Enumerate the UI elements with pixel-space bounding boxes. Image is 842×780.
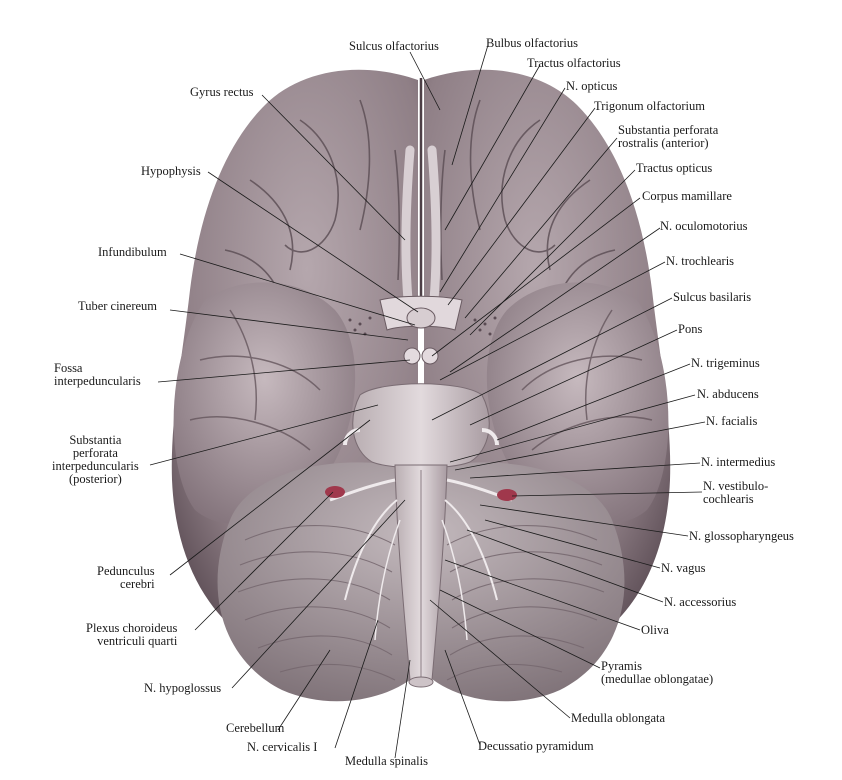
label-hypophysis: Hypophysis bbox=[141, 164, 201, 178]
label-n-accessorius: N. accessorius bbox=[664, 595, 737, 609]
label-bulbus-olfactorius: Bulbus olfactorius bbox=[486, 36, 579, 50]
label-n-facialis: N. facialis bbox=[706, 414, 758, 428]
label-pedunculus-cerebri: Pedunculus cerebri bbox=[97, 564, 155, 591]
label-n-trochlearis: N. trochlearis bbox=[666, 254, 735, 268]
label-n-glossopharyngeus: N. glossopharyngeus bbox=[689, 529, 794, 543]
label-plexus-choroideus: Plexus choroideus ventriculi quarti bbox=[86, 621, 178, 648]
label-pyramis: Pyramis (medullae oblongatae) bbox=[601, 659, 714, 686]
left-temporal-lobe bbox=[173, 282, 356, 525]
pons-shape bbox=[352, 383, 490, 469]
label-n-trigeminus: N. trigeminus bbox=[691, 356, 760, 370]
right-temporal-lobe bbox=[486, 282, 669, 525]
brainstem bbox=[352, 383, 490, 688]
temporal-lobes bbox=[173, 282, 669, 525]
label-n-vestibulocochlearis: N. vestibulo- cochlearis bbox=[703, 479, 769, 506]
label-n-hypoglossus: N. hypoglossus bbox=[144, 681, 222, 695]
label-n-abducens: N. abducens bbox=[697, 387, 759, 401]
label-n-oculomotorius: N. oculomotorius bbox=[660, 219, 748, 233]
label-n-intermedius: N. intermedius bbox=[701, 455, 776, 469]
olfactory-tracts bbox=[401, 145, 441, 305]
label-n-opticus: N. opticus bbox=[566, 79, 618, 93]
label-oliva: Oliva bbox=[641, 623, 669, 637]
label-infundibulum: Infundibulum bbox=[98, 245, 167, 259]
label-sulcus-basilaris: Sulcus basilaris bbox=[673, 290, 752, 304]
label-gyrus-rectus: Gyrus rectus bbox=[190, 85, 254, 99]
label-pons: Pons bbox=[678, 322, 703, 336]
label-fossa-interpeduncularis: Fossa interpeduncularis bbox=[54, 361, 141, 388]
optic-chiasm-region bbox=[348, 295, 497, 365]
label-tuber-cinereum: Tuber cinereum bbox=[78, 299, 158, 313]
label-sulcus-olfactorius: Sulcus olfactorius bbox=[349, 39, 439, 53]
label-cerebellum: Cerebellum bbox=[226, 721, 285, 735]
label-n-cervicalis-1: N. cervicalis I bbox=[247, 740, 318, 754]
label-substantia-perforata-rostralis: Substantia perforata rostralis (anterior… bbox=[618, 123, 719, 150]
label-corpus-mamillare: Corpus mamillare bbox=[642, 189, 732, 203]
label-medulla-oblongata: Medulla oblongata bbox=[571, 711, 666, 725]
label-medulla-spinalis: Medulla spinalis bbox=[345, 754, 428, 768]
label-tractus-olfactorius: Tractus olfactorius bbox=[527, 56, 621, 70]
leader-lines bbox=[149, 44, 706, 759]
label-substantia-perforata-interpeduncularis: Substantia perforata interpeduncularis (… bbox=[52, 433, 139, 486]
label-trigonum-olfactorium: Trigonum olfactorium bbox=[594, 99, 705, 113]
label-decussatio-pyramidum: Decussatio pyramidum bbox=[478, 739, 594, 753]
label-tractus-opticus: Tractus opticus bbox=[636, 161, 713, 175]
label-n-vagus: N. vagus bbox=[661, 561, 706, 575]
